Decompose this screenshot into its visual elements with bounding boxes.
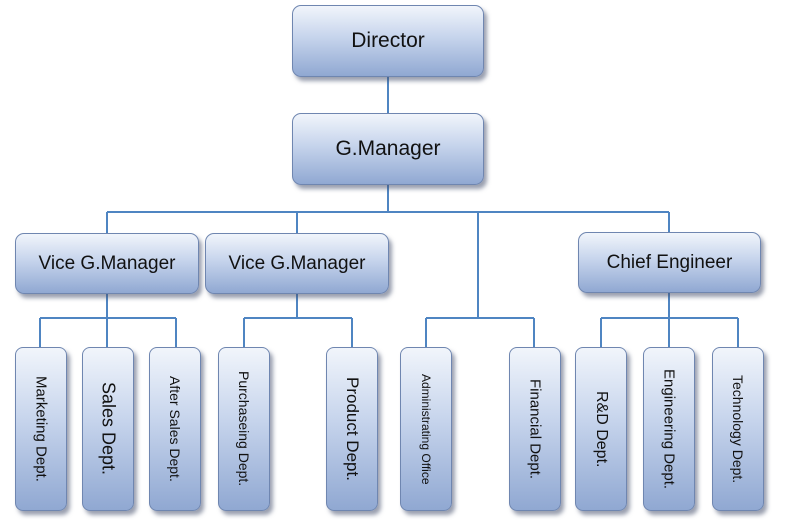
vice-manager-box-2: Vice G.Manager [205, 233, 389, 294]
after-sales-dept-label: After Sales Dept. [167, 376, 183, 482]
product-dept-label: Product Dept. [343, 377, 362, 481]
vice-manager-box-1: Vice G.Manager [15, 233, 199, 294]
director-box: Director [292, 5, 484, 77]
purchasing-dept-box: Purchaseing Dept. [218, 347, 270, 511]
general-manager-box: G.Manager [292, 113, 484, 185]
sales-dept-label: Sales Dept. [98, 382, 119, 476]
administrating-office-label: Administrating Office [419, 373, 433, 485]
after-sales-dept-box: After Sales Dept. [149, 347, 201, 511]
financial-dept-label: Financial Dept. [526, 378, 544, 480]
marketing-dept-label: Marketing Dept. [32, 376, 50, 482]
administrating-office-box: Administrating Office [400, 347, 452, 511]
chief-engineer-box: Chief Engineer [578, 232, 761, 293]
engineering-dept-label: Engineering Dept. [660, 368, 678, 490]
technology-dept-box: Technology Dept. [712, 347, 764, 511]
engineering-dept-box: Engineering Dept. [643, 347, 695, 511]
rd-dept-box: R&D Dept. [575, 347, 627, 511]
product-dept-box: Product Dept. [326, 347, 378, 511]
purchasing-dept-label: Purchaseing Dept. [236, 371, 252, 487]
sales-dept-box: Sales Dept. [82, 347, 134, 511]
financial-dept-box: Financial Dept. [509, 347, 561, 511]
technology-dept-label: Technology Dept. [730, 374, 746, 484]
marketing-dept-box: Marketing Dept. [15, 347, 67, 511]
rd-dept-label: R&D Dept. [593, 390, 610, 468]
